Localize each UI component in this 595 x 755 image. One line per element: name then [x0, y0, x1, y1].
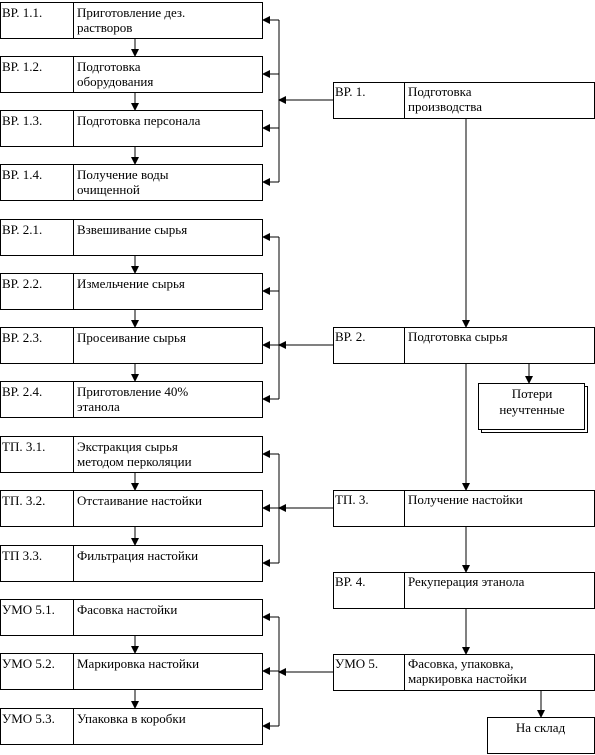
- step-label: Фильтрация настойки: [77, 548, 198, 563]
- step-label: оборудования: [77, 74, 153, 89]
- step-box: [0, 327, 263, 364]
- step-code: ВР. 2.1.: [2, 222, 42, 237]
- step-code: ВР. 1.3.: [2, 113, 42, 128]
- step-code: ТП 3.3.: [2, 548, 42, 563]
- step-box: [0, 219, 263, 256]
- step-label: очищенной: [77, 182, 140, 197]
- step-code: ТП. 3.1.: [2, 439, 45, 454]
- warehouse-label: На склад: [516, 720, 566, 735]
- step-label: Упаковка в коробки: [77, 711, 186, 726]
- step-box: [0, 436, 263, 473]
- stage-code: ВР. 2.: [335, 329, 366, 344]
- step-box: [0, 490, 263, 527]
- step-code: УМО 5.3.: [2, 711, 55, 726]
- stage-label: производства: [408, 99, 482, 114]
- stage-label: Фасовка, упаковка,: [408, 656, 514, 671]
- stage-code: УМО 5.: [335, 656, 378, 671]
- step-box: [0, 164, 263, 201]
- stage-code: ВР. 4.: [335, 574, 366, 589]
- step-label: методом перколяции: [77, 454, 192, 469]
- stage-code: ВР. 1.: [335, 84, 366, 99]
- warehouse-box: [487, 717, 595, 754]
- step-box: [0, 708, 263, 745]
- step-label: Отстаивание настойки: [77, 493, 202, 508]
- losses-box: [478, 383, 585, 430]
- step-box: [0, 110, 263, 147]
- step-box: [0, 273, 263, 310]
- step-box: [0, 545, 263, 582]
- step-code: ВР. 1.2.: [2, 59, 42, 74]
- losses-label: неучтенные: [499, 402, 565, 417]
- step-code: ВР. 2.3.: [2, 330, 42, 345]
- step-label: Приготовление дез.: [77, 5, 185, 20]
- step-code: ТП. 3.2.: [2, 493, 45, 508]
- step-label: Измельчение сырья: [77, 276, 185, 291]
- step-code: ВР. 1.4.: [2, 167, 42, 182]
- stage-box: [333, 327, 595, 364]
- stage-box: [333, 82, 595, 119]
- step-code: ВР. 1.1.: [2, 5, 42, 20]
- step-box: [0, 2, 263, 39]
- step-box: [0, 56, 263, 93]
- losses-label: Потери: [512, 386, 553, 401]
- step-label: Экстракция сырья: [77, 439, 178, 454]
- stage-label: Подготовка сырья: [408, 329, 508, 344]
- step-label: Маркировка настойки: [77, 656, 199, 671]
- stage-label: Рекуперация этанола: [408, 574, 525, 589]
- step-label: Взвешивание сырья: [77, 222, 187, 237]
- step-box: [0, 653, 263, 690]
- step-label: Получение воды: [77, 167, 169, 182]
- stage-box: [333, 654, 595, 691]
- step-label: Просеивание сырья: [77, 330, 186, 345]
- step-code: УМО 5.2.: [2, 656, 55, 671]
- step-label: Приготовление 40%: [77, 384, 188, 399]
- step-box: [0, 599, 263, 636]
- stage-label: Получение настойки: [408, 492, 523, 507]
- step-label: растворов: [77, 20, 132, 35]
- step-label: Подготовка: [77, 59, 141, 74]
- step-label: Подготовка персонала: [77, 113, 201, 128]
- step-code: ВР. 2.4.: [2, 384, 42, 399]
- step-code: УМО 5.1.: [2, 602, 55, 617]
- step-box: [0, 381, 263, 418]
- step-label: этанола: [77, 399, 120, 414]
- step-label: Фасовка настойки: [77, 602, 177, 617]
- step-code: ВР. 2.2.: [2, 276, 42, 291]
- stage-box: [333, 572, 595, 609]
- stage-code: ТП. 3.: [335, 492, 369, 507]
- stage-label: маркировка настойки: [408, 671, 527, 686]
- stage-label: Подготовка: [408, 84, 472, 99]
